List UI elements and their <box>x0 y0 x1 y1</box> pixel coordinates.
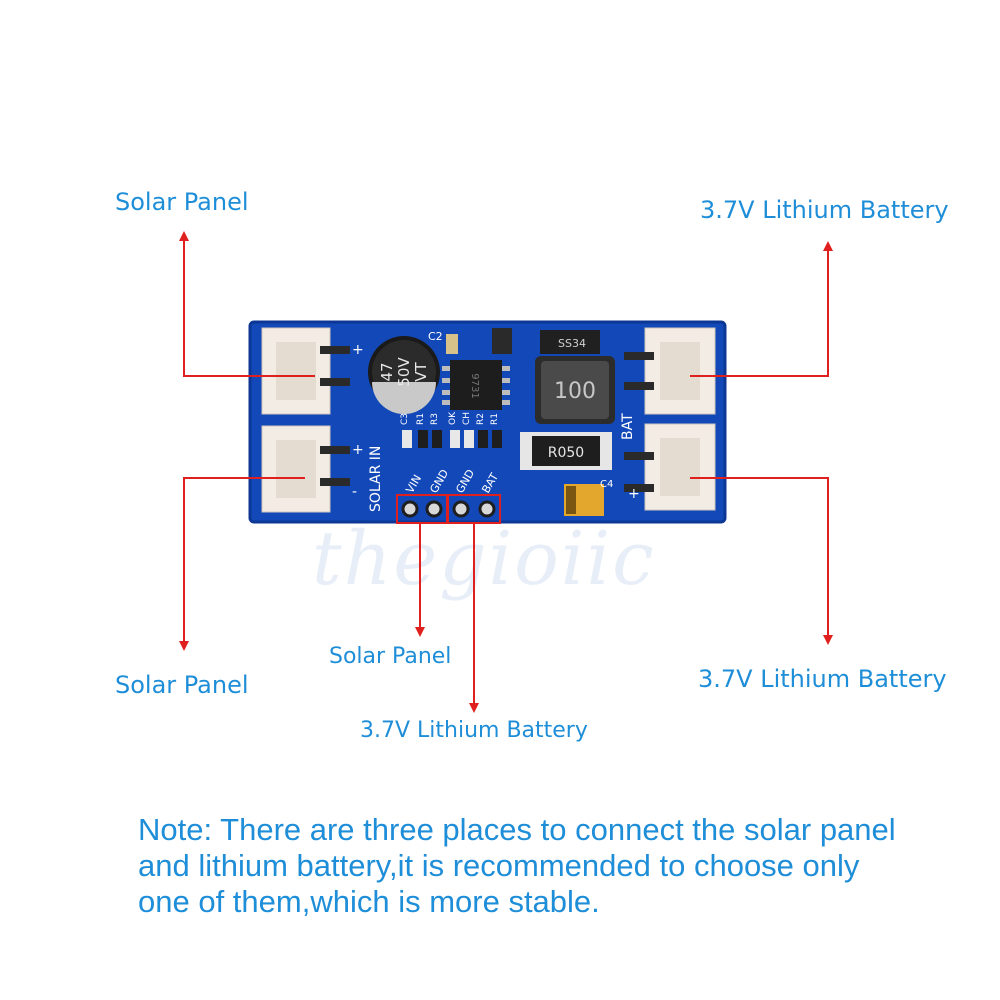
label-solar-bottom-center: Solar Panel <box>329 644 452 669</box>
label-solar-top: Solar Panel <box>115 188 249 216</box>
diode: SS34 <box>540 330 600 354</box>
note-line-1: Note: There are three places to connect … <box>138 812 896 847</box>
arrow-solar-top <box>179 231 315 377</box>
minus-sign: - <box>352 484 357 500</box>
svg-text:R1: R1 <box>490 413 500 425</box>
c2-label: C2 <box>428 330 443 343</box>
capacitor-text-1: 47 <box>378 362 396 381</box>
label-battery-bottom-center: 3.7V Lithium Battery <box>360 718 588 743</box>
note-line-3: one of them,which is more stable. <box>138 884 600 919</box>
capacitor-text-2: 50V <box>395 357 413 387</box>
smd-components <box>402 430 502 448</box>
arrow-solar-bottom <box>179 477 305 651</box>
smd-labels: C3 R1 R3 OK CH R2 R1 <box>400 411 500 425</box>
svg-text:OK: OK <box>448 411 458 425</box>
svg-text:C3: C3 <box>400 413 410 425</box>
tantalum-capacitor: C4 <box>564 479 613 516</box>
note-text: Note: There are three places to connect … <box>138 812 958 920</box>
capacitor-text-3: VT <box>412 361 430 381</box>
left-connector-bottom <box>261 425 350 513</box>
plus-sign-3: + <box>628 486 640 502</box>
arrows <box>179 231 833 713</box>
ic-chip: 9731 <box>442 360 510 410</box>
bat-label: BAT <box>620 413 636 440</box>
svg-text:CH: CH <box>462 412 472 425</box>
svg-text:R1: R1 <box>416 413 426 425</box>
arrow-battery-bottom <box>690 477 833 645</box>
inductor: 100 <box>535 356 615 424</box>
solar-in-label: SOLAR IN <box>368 446 384 512</box>
right-connector-top <box>624 327 716 415</box>
c4-label: C4 <box>600 479 613 490</box>
electrolytic-capacitor: 47 50V VT <box>368 336 440 414</box>
chip-label: 9731 <box>469 373 480 398</box>
note-line-2: and lithium battery,it is recommended to… <box>138 848 860 883</box>
plus-sign-2: + <box>352 442 364 458</box>
label-solar-bottom-left: Solar Panel <box>115 671 249 699</box>
resistor-label: R050 <box>548 445 584 461</box>
plus-sign: + <box>352 342 364 358</box>
left-connector-top <box>261 327 350 415</box>
watermark: thegioiic <box>312 516 656 602</box>
svg-text:R3: R3 <box>430 413 440 425</box>
inductor-label: 100 <box>554 379 596 404</box>
label-battery-bottom-right: 3.7V Lithium Battery <box>698 665 947 693</box>
pcb-board: 47 50V VT C2 9731 SS34 10 <box>248 320 727 524</box>
diode-label: SS34 <box>558 337 586 350</box>
arrow-battery-top <box>690 241 833 377</box>
svg-text:R2: R2 <box>476 413 486 425</box>
label-battery-top: 3.7V Lithium Battery <box>700 196 949 224</box>
shunt-resistor: R050 <box>520 432 612 470</box>
right-connector-bottom <box>624 423 716 511</box>
